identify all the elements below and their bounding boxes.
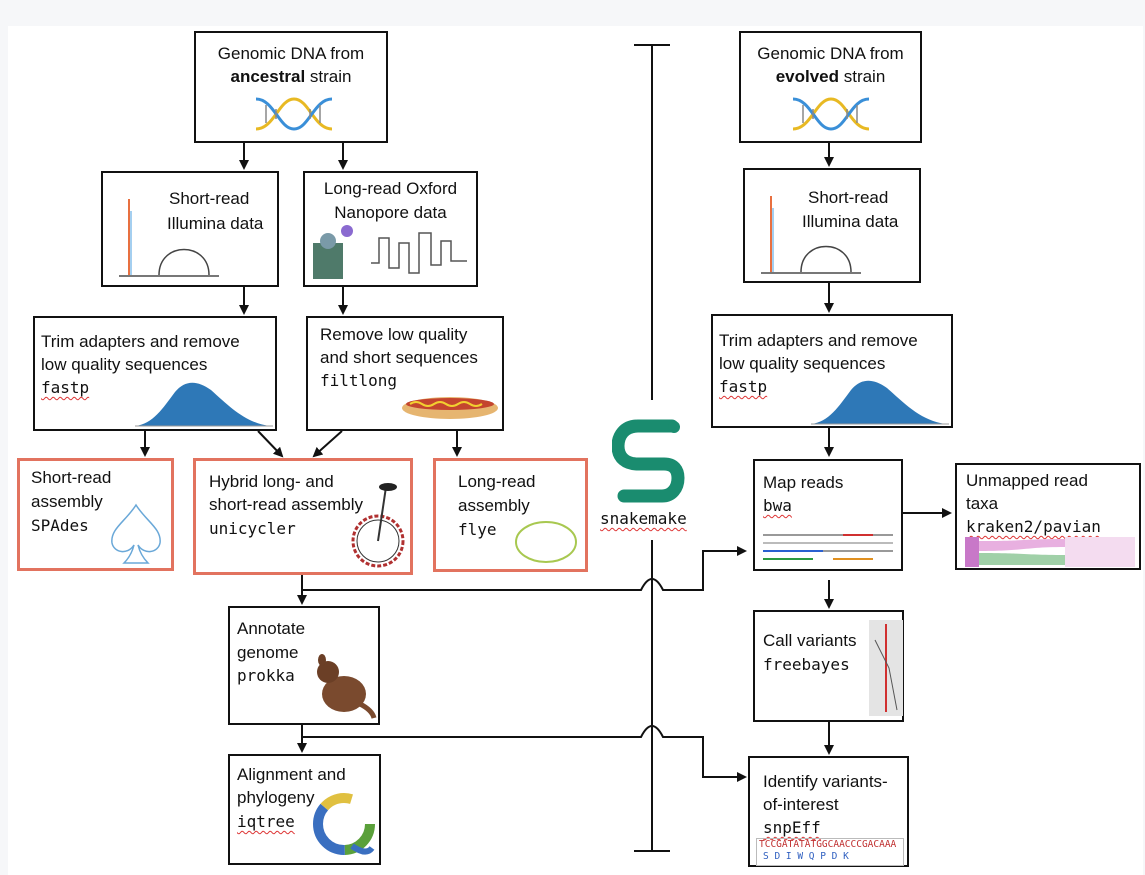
unmapped-line1: Unmapped read bbox=[966, 471, 1088, 490]
variant-pileup-icon bbox=[869, 620, 903, 716]
read-alignment-icon bbox=[763, 534, 893, 560]
dna-helix-icon bbox=[792, 97, 870, 131]
illumina-chemistry-icon bbox=[761, 196, 861, 274]
call-variants-line1: Call variants bbox=[763, 631, 857, 650]
ancestral-short-read-line1: Short-read bbox=[169, 189, 250, 208]
nanopore-signal-icon bbox=[313, 225, 467, 279]
evolved-trim-line1: Trim adapters and remove bbox=[719, 331, 918, 350]
ancestral-filter-box: Remove low quality and short sequences f… bbox=[306, 316, 504, 431]
snakemake-label: snakemake bbox=[600, 509, 687, 528]
iqtree-logo-icon bbox=[313, 793, 375, 855]
bwa-map-reads-box: Map reads bwa bbox=[753, 459, 903, 571]
evolved-genomic-line2: evolved strain bbox=[741, 66, 920, 88]
ancestral-trim-line2: low quality sequences bbox=[41, 355, 208, 374]
unicycle-icon bbox=[351, 483, 405, 568]
assembly-graph-icon bbox=[515, 521, 577, 563]
long-read-line2: Nanopore data bbox=[334, 203, 447, 222]
evolved-fastp-tool: fastp bbox=[719, 377, 768, 396]
flye-line2: assembly bbox=[458, 496, 530, 515]
snpeff-tool: snpEff bbox=[763, 818, 821, 837]
spades-tool: SPAdes bbox=[31, 516, 89, 535]
evolved-trim-line2: low quality sequences bbox=[719, 354, 886, 373]
evolved-bold-word: evolved bbox=[775, 67, 839, 86]
unmapped-line2: taxa bbox=[966, 494, 999, 513]
annotate-line2: genome bbox=[237, 643, 299, 662]
identify-line2: of-interest bbox=[763, 795, 839, 814]
ancestral-long-read-box: Long-read Oxford Nanopore data bbox=[303, 171, 478, 287]
freebayes-tool: freebayes bbox=[763, 655, 850, 674]
codon-amino-acids: S D I W Q P D K bbox=[763, 851, 849, 862]
flye-line1: Long-read bbox=[458, 472, 536, 491]
hybrid-line1: Hybrid long- and bbox=[209, 472, 334, 491]
filter-line2: and short sequences bbox=[320, 348, 478, 367]
prokka-tool: prokka bbox=[237, 666, 295, 685]
ancestral-bold-word: ancestral bbox=[230, 67, 306, 86]
hybrid-line2: short-read assembly bbox=[209, 495, 364, 514]
map-reads-line1: Map reads bbox=[763, 473, 844, 492]
ancestral-genomic-line1: Genomic DNA from bbox=[217, 44, 365, 63]
ancestral-trim-box: Trim adapters and remove low quality seq… bbox=[33, 316, 277, 431]
annotate-line1: Annotate bbox=[237, 619, 306, 638]
iqtree-phylogeny-box: Alignment and phylogeny iqtree bbox=[228, 754, 381, 865]
sankey-chart-icon bbox=[965, 537, 1135, 567]
freebayes-call-box: Call variants freebayes bbox=[753, 610, 904, 722]
spades-line1: Short-read bbox=[31, 468, 112, 487]
unicycler-assembly-box: Hybrid long- and short-read assembly uni… bbox=[193, 458, 413, 575]
filtlong-tool: filtlong bbox=[320, 371, 398, 390]
unicycler-tool: unicycler bbox=[209, 519, 296, 538]
evolved-genomic-dna-box: Genomic DNA from evolved strain bbox=[739, 31, 922, 143]
alignment-line1: Alignment and bbox=[237, 765, 346, 784]
ancestral-strain-word: strain bbox=[305, 67, 352, 86]
ancestral-fastp-tool: fastp bbox=[41, 378, 90, 397]
evolved-strain-word: strain bbox=[839, 67, 886, 86]
identify-line1: Identify variants- bbox=[763, 772, 888, 791]
ancestral-short-read-box: Short-read Illumina data bbox=[101, 171, 279, 287]
ancestral-trim-line1: Trim adapters and remove bbox=[41, 332, 240, 351]
codon-panel: TCCGATATATGGCAACCCGACAAA S D I W Q P D K bbox=[756, 838, 904, 866]
filter-line1: Remove low quality bbox=[320, 325, 468, 344]
long-read-line1: Long-read Oxford bbox=[323, 179, 458, 198]
hotdog-icon bbox=[402, 397, 498, 419]
quality-histogram-icon bbox=[811, 380, 949, 425]
flye-assembly-box: Long-read assembly flye bbox=[433, 458, 588, 572]
codon-sequence: TCCGATATATGGCAACCCGACAAA bbox=[759, 839, 897, 850]
ancestral-genomic-line2: ancestral strain bbox=[196, 66, 386, 88]
evolved-short-read-box: Short-read Illumina data bbox=[743, 168, 921, 283]
quality-histogram-icon bbox=[135, 382, 273, 427]
snakemake-logo-icon bbox=[612, 419, 685, 503]
prokka-annotate-box: Annotate genome prokka bbox=[228, 606, 380, 725]
evolved-trim-box: Trim adapters and remove low quality seq… bbox=[711, 314, 953, 428]
spades-assembly-box: Short-read assembly SPAdes bbox=[17, 458, 174, 571]
bwa-tool: bwa bbox=[763, 496, 792, 515]
alignment-line2: phylogeny bbox=[237, 788, 315, 807]
iqtree-tool: iqtree bbox=[237, 812, 295, 831]
diagram-page bbox=[8, 26, 1143, 875]
ancestral-genomic-dna-box: Genomic DNA from ancestral strain bbox=[194, 31, 388, 143]
dna-helix-icon bbox=[255, 97, 333, 131]
evolved-short-read-line2: Illumina data bbox=[802, 212, 899, 231]
evolved-genomic-line1: Genomic DNA from bbox=[757, 44, 904, 63]
snpeff-identify-box: Identify variants- of-interest snpEff TC… bbox=[748, 756, 909, 867]
spade-icon bbox=[111, 503, 161, 564]
ancestral-short-read-line2: Illumina data bbox=[167, 214, 264, 233]
kraken-pavian-tool: kraken2/pavian bbox=[966, 517, 1101, 536]
flye-tool: flye bbox=[458, 520, 497, 539]
evolved-short-read-line1: Short-read bbox=[808, 188, 889, 207]
illumina-chemistry-icon bbox=[119, 199, 219, 277]
quokka-icon bbox=[317, 654, 377, 719]
kraken-unmapped-box: Unmapped read taxa kraken2/pavian bbox=[955, 463, 1141, 570]
spades-line2: assembly bbox=[31, 492, 103, 511]
